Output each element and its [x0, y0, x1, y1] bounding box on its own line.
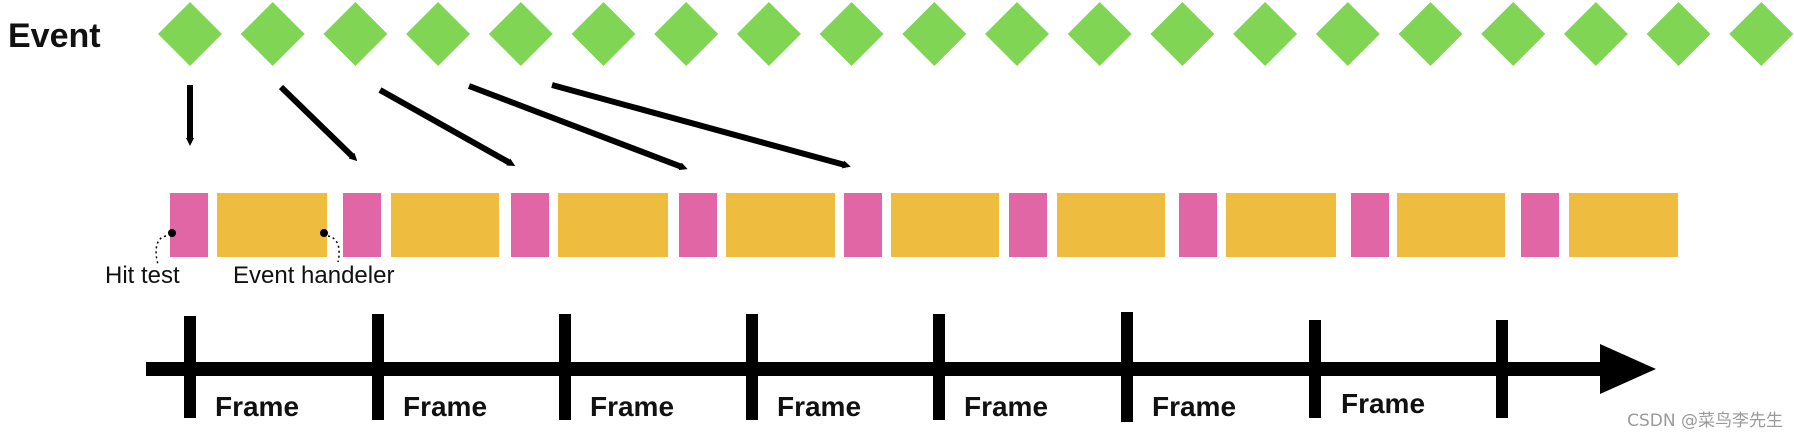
- event-marker: [1150, 2, 1215, 66]
- event-arrows: [186, 82, 851, 171]
- event-marker: [1067, 2, 1132, 66]
- frame-label: Frame: [964, 391, 1048, 422]
- frame-boundary-tick: [1121, 312, 1133, 422]
- delay-arrow: [378, 87, 516, 166]
- frame-label: Frame: [1152, 391, 1236, 422]
- event-marker: [323, 2, 388, 66]
- event-handler-dot: [320, 229, 328, 237]
- frame-boundary-tick: [372, 314, 384, 420]
- hit-test-block: [343, 193, 381, 257]
- hit-test-label: Hit test: [105, 262, 180, 289]
- event-marker: [1398, 2, 1463, 66]
- frame-boundary-tick: [746, 314, 758, 420]
- event-marker: [819, 2, 884, 66]
- event-marker: [985, 2, 1049, 66]
- event-handler-block: [1569, 193, 1678, 257]
- frame-timeline: [146, 344, 1656, 394]
- hit-test-callout: Hit test: [105, 229, 180, 289]
- hit-test-leader: [155, 235, 167, 265]
- event-marker: [1233, 2, 1298, 66]
- event-marker: [571, 2, 636, 66]
- event-marker: [158, 2, 222, 66]
- hit-test-block: [1521, 193, 1559, 257]
- event-marker: [736, 2, 801, 66]
- event-handler-block: [1057, 193, 1165, 257]
- event-handler-callout: Event handeler: [233, 229, 394, 289]
- event-marker: [654, 2, 719, 66]
- delay-arrow: [551, 82, 851, 169]
- hit-test-block: [679, 193, 717, 257]
- event-handler-label: Event handeler: [233, 262, 394, 289]
- frame-label: Frame: [1341, 388, 1425, 419]
- hit-test-block: [1179, 193, 1217, 257]
- event-handler-block: [558, 193, 668, 257]
- hit-test-dot: [168, 229, 176, 237]
- hit-test-block: [511, 193, 549, 257]
- frame-boundary-tick: [184, 316, 196, 418]
- timeline-axis: [146, 362, 1606, 376]
- frame-label: Frame: [590, 391, 674, 422]
- event-marker: [406, 2, 471, 66]
- frame-boundary-tick: [933, 314, 945, 420]
- frame-ticks: Frame Frame Frame Frame Frame Frame Frame: [184, 312, 1508, 422]
- event-markers: [158, 2, 1794, 66]
- event-handler-block: [891, 193, 999, 257]
- event-marker: [902, 2, 967, 66]
- event-handler-leader: [327, 235, 340, 263]
- hit-test-block: [1009, 193, 1047, 257]
- hit-test-block: [1351, 193, 1389, 257]
- event-marker: [1646, 2, 1711, 66]
- frame-label: Frame: [403, 391, 487, 422]
- frame-boundary-tick: [1309, 320, 1321, 418]
- hit-test-block: [844, 193, 882, 257]
- event-marker: [240, 2, 305, 66]
- event-marker: [1481, 2, 1546, 66]
- event-handler-block: [1397, 193, 1505, 257]
- event-marker: [1563, 2, 1628, 66]
- frame-boundary-tick: [1496, 320, 1508, 418]
- frame-boundary-tick: [559, 314, 571, 420]
- event-marker: [1729, 2, 1794, 66]
- frame-work-blocks: [170, 193, 1678, 257]
- event-marker: [488, 2, 553, 66]
- delay-arrow: [278, 84, 358, 162]
- event-handler-block: [1226, 193, 1336, 257]
- frame-label: Frame: [215, 391, 299, 422]
- event-marker: [1315, 2, 1380, 66]
- frame-label: Frame: [777, 391, 861, 422]
- hit-test-block: [170, 193, 208, 257]
- timeline-arrowhead: [1600, 344, 1656, 394]
- delay-arrow: [467, 83, 688, 171]
- event-handler-block: [217, 193, 327, 257]
- event-handler-block: [726, 193, 835, 257]
- event-handler-block: [391, 193, 499, 257]
- watermark: CSDN @菜鸟李先生: [1627, 411, 1783, 431]
- event-title: Event: [8, 17, 101, 55]
